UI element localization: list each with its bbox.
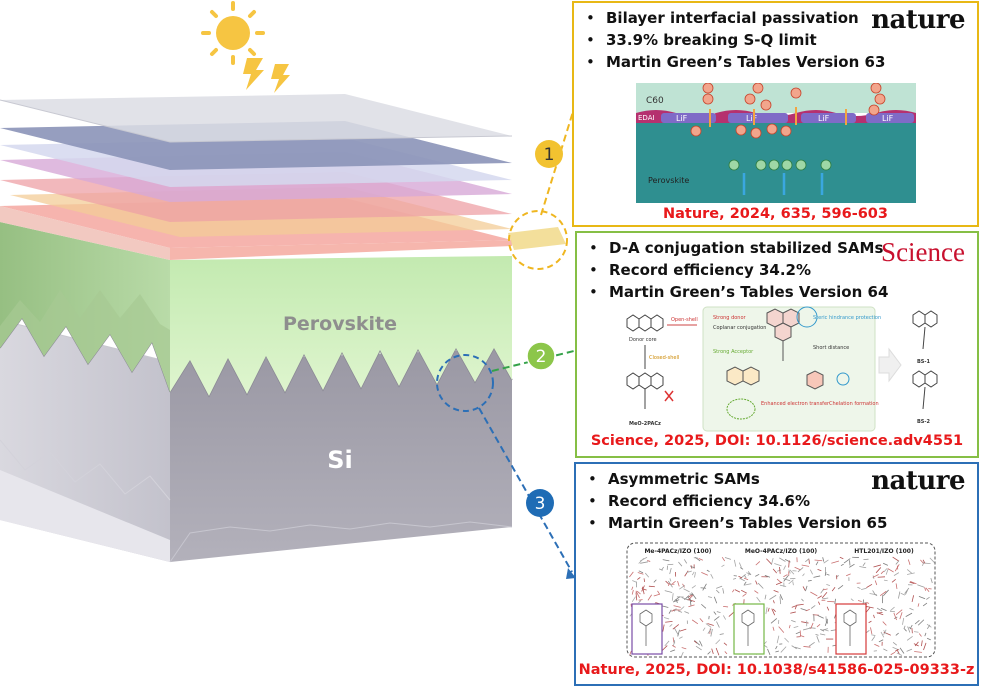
strong-acceptor-label: Strong Acceptor — [713, 349, 754, 355]
sim-title: MeO-4PACz/IZO (100) — [745, 548, 818, 555]
bullet: Martin Green’s Tables Version 63 — [586, 51, 885, 73]
coplanar-label: Coplanar conjugation — [713, 325, 766, 331]
lightning-icon — [243, 58, 290, 93]
perovskite-figure-label: Perovskite — [648, 176, 689, 185]
layer-stack — [0, 94, 513, 260]
panel-3-bullets: Asymmetric SAMs Record efficiency 34.6% … — [588, 468, 887, 534]
bullet: Record efficiency 34.6% — [588, 490, 887, 512]
bullet: Martin Green’s Tables Version 64 — [589, 281, 888, 303]
enhanced-transfer-label: Enhanced electron transfer — [761, 401, 830, 407]
sam-simulation-figure: Me-4PACz/IZO (100) MeO-4PACz/IZO (100) H… — [626, 542, 936, 658]
sun-icon — [201, 1, 265, 65]
badge-2: 2 — [526, 341, 556, 371]
perovskite-layer — [0, 222, 512, 396]
strong-donor-label: Strong donor — [713, 315, 747, 321]
lif-label: LiF — [676, 114, 688, 123]
open-shell-label: Open-shell — [671, 317, 698, 323]
svg-text:1: 1 — [544, 145, 555, 165]
journal-logo-nature: nature — [871, 5, 965, 35]
connector-3-arrow — [566, 568, 576, 579]
bs2-label: BS-2 — [917, 419, 930, 425]
citation: Nature, 2024, 635, 596-603 — [662, 206, 888, 222]
meo-2pacz-label: MeO-2PACz — [629, 421, 661, 427]
closed-shell-label: Closed-shell — [649, 355, 679, 361]
lif-label: LiF — [746, 114, 758, 123]
sim-title: Me-4PACz/IZO (100) — [644, 548, 711, 555]
svg-text:2: 2 — [536, 347, 547, 367]
bullet: Bilayer interfacial passivation — [586, 7, 885, 29]
panel-1-bullets: Bilayer interfacial passivation 33.9% br… — [586, 7, 885, 73]
bs1-label: BS-1 — [917, 359, 930, 365]
lif-label: LiF — [818, 114, 830, 123]
edai-highlight — [508, 227, 566, 250]
bullet: Asymmetric SAMs — [588, 468, 887, 490]
bullet: 33.9% breaking S-Q limit — [586, 29, 885, 51]
c60-label: C60 — [646, 96, 664, 106]
steric-label: Steric hindrance protection — [813, 315, 881, 321]
connector-3 — [478, 407, 573, 573]
badge-3: 3 — [526, 489, 554, 517]
short-distance-label: Short distance — [813, 345, 849, 351]
svg-text:3: 3 — [535, 494, 546, 514]
edai-label: EDAI — [638, 114, 655, 122]
citation: Nature, 2025, DOI: 10.1038/s41586-025-09… — [578, 662, 975, 678]
lif-label: LiF — [882, 114, 894, 123]
bullet: Record efficiency 34.2% — [589, 259, 888, 281]
donor-core-label: Donor core — [629, 337, 657, 343]
si-label: Si — [327, 446, 353, 474]
citation: Science, 2025, DOI: 10.1126/science.adv4… — [590, 433, 964, 449]
panel-nature-2025: Asymmetric SAMs Record efficiency 34.6% … — [574, 462, 979, 686]
journal-logo-nature: nature — [871, 466, 965, 496]
chelation-label: Chelation formation — [829, 401, 879, 407]
bullet: D-A conjugation stabilized SAMs — [589, 237, 888, 259]
panel-2-bullets: D-A conjugation stabilized SAMs Record e… — [589, 237, 888, 303]
passivation-figure: C60 EDAI LiF LiF LiF LiF Perovskite — [636, 83, 916, 203]
panel-science-2025: D-A conjugation stabilized SAMs Record e… — [575, 231, 979, 458]
focus-circle-1 — [508, 210, 568, 270]
panel-nature-2024: Bilayer interfacial passivation 33.9% br… — [572, 1, 979, 227]
journal-logo-science: Science — [881, 237, 965, 267]
sim-title: HTL201/IZO (100) — [854, 548, 914, 555]
perovskite-label: Perovskite — [283, 313, 397, 335]
sam-design-figure: Donor core Open-shell Closed-shell MeO-2… — [626, 306, 938, 432]
badge-1: 1 — [535, 140, 563, 168]
bullet: Martin Green’s Tables Version 65 — [588, 512, 887, 534]
focus-circle-3 — [436, 354, 494, 412]
